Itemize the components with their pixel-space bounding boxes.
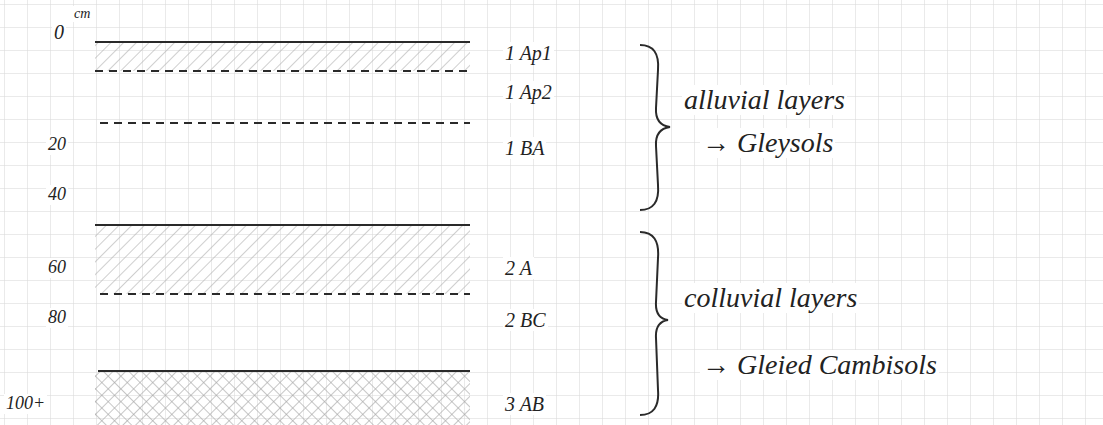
depth-label: 0	[52, 21, 66, 43]
solid-boundary	[98, 370, 470, 372]
horizon-label: 2 A	[503, 257, 534, 279]
soil-type-label: → Gleied Cambisols	[700, 350, 939, 381]
hatched-band	[95, 225, 470, 294]
hatched-band	[95, 42, 470, 71]
crosshatched-band	[95, 371, 470, 425]
dashed-boundary	[95, 70, 470, 72]
group-label: colluvial layers	[682, 283, 859, 314]
group-label: alluvial layers	[682, 85, 847, 116]
depth-label: 60	[46, 258, 68, 278]
soil-type-label: → Gleysols	[700, 128, 835, 159]
horizon-label: 3 AB	[503, 393, 546, 415]
horizon-label: 1 Ap1	[503, 42, 554, 64]
unit-label: cm	[72, 6, 92, 21]
dashed-boundary	[100, 293, 470, 295]
depth-label: 80	[46, 308, 68, 328]
dashed-boundary	[100, 122, 470, 124]
horizon-label: 1 BA	[503, 137, 546, 159]
horizon-label: 1 Ap2	[503, 81, 554, 103]
depth-label: 20	[46, 135, 68, 155]
depth-label: 40	[46, 185, 68, 205]
solid-boundary	[95, 224, 470, 226]
solid-boundary	[95, 41, 470, 43]
curly-bracket	[640, 232, 668, 415]
curly-bracket	[640, 45, 670, 210]
depth-label: 100+	[4, 394, 47, 414]
horizon-label: 2 BC	[503, 309, 548, 331]
